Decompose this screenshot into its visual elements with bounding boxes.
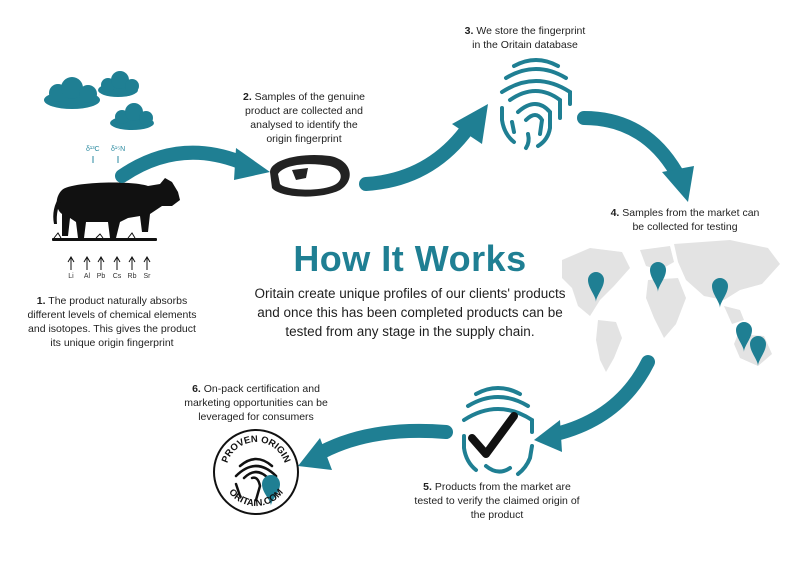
step-number: 5. [423,481,432,493]
arrow-step5-to-step6 [298,423,453,470]
step-number: 1. [36,295,46,307]
isotope-label: δ¹³C [86,146,100,153]
step-2-caption: 2. Samples of the genuine product are co… [242,90,366,146]
pin-asia-icon [712,278,728,308]
pin-europe-icon [650,262,666,292]
badge-top-text: PROVEN ORIGIN [220,434,293,465]
element-label: Al [83,273,91,280]
step-4-caption: 4. Samples from the market can be collec… [610,206,760,234]
element-label: Pb [96,273,106,280]
element-label: Sr [143,273,151,280]
step-text: Samples from the market can be collected… [622,207,760,233]
cow-icon [52,178,180,241]
page-description: Oritain create unique profiles of our cl… [254,286,566,339]
page-title: How It Works [293,238,527,279]
step-text: Samples of the genuine product are colle… [245,91,365,145]
step-text: On-pack certification and marketing oppo… [184,383,328,423]
pin-new-zealand-icon [750,336,766,366]
step-3-caption: 3. We store the fingerprint in the Orita… [462,24,588,52]
badge-bottom-text: ORITAIN.COM [226,487,285,509]
step-number: 2. [242,91,252,103]
map-pins [588,262,766,366]
arrow-step1-to-step2 [115,145,270,183]
verified-fingerprint-icon [462,386,534,476]
step-number: 4. [610,207,620,219]
step-1-caption: 1. The product naturally absorbs differe… [22,294,202,350]
fingerprint-icon [500,58,572,150]
step-number: 6. [192,383,201,395]
meat-icon [270,154,350,197]
element-label: Rb [127,273,137,280]
arrow-step3-to-step4 [577,111,694,202]
pin-australia-icon [736,322,752,352]
badge-pin-icon [262,475,280,506]
proven-origin-badge [213,429,299,515]
clouds-icon [44,71,154,130]
step-text: We store the fingerprint in the Oritain … [472,25,586,51]
step-number: 3. [464,25,474,37]
isotope-label: δ¹⁵N [111,146,126,153]
step-5-caption: 5. Products from the market are tested t… [410,480,584,522]
pin-north-america-icon [588,272,604,302]
step-text: Products from the market are tested to v… [414,481,580,521]
isotope-arrows [92,156,119,163]
step-6-caption: 6. On-pack certification and marketing o… [180,382,332,424]
check-icon [468,412,518,458]
element-arrows [67,256,151,270]
step-text: The product naturally absorbs different … [27,295,197,349]
arrow-step4-to-step5 [534,355,655,452]
element-label: Li [68,273,74,280]
element-label: Cs [112,273,122,280]
arrow-step2-to-step3 [359,104,488,191]
